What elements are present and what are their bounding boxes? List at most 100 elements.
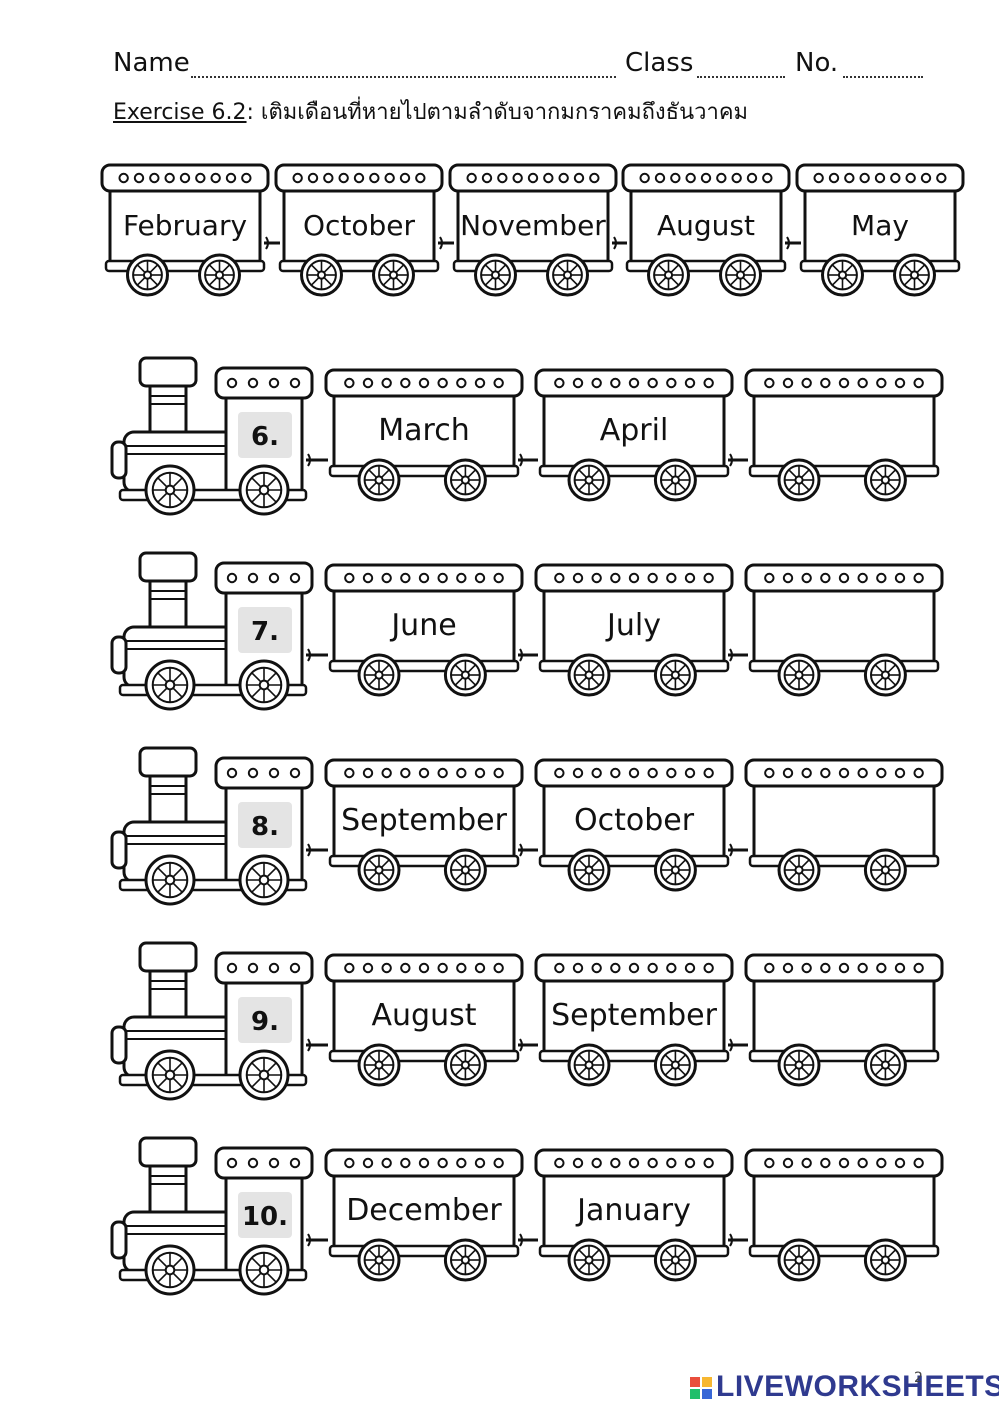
no-answer-line[interactable] [843, 74, 923, 78]
roof-rivet [226, 767, 238, 779]
roof-rivet [838, 767, 850, 779]
wheel [144, 854, 196, 906]
roof-rivet [610, 572, 621, 584]
train-car [744, 1148, 944, 1282]
wheel [300, 253, 343, 297]
roof-rivet [913, 767, 924, 779]
roof-rivet [572, 962, 584, 974]
car-answer-area[interactable] [762, 1186, 926, 1238]
train-number: 6. [251, 422, 279, 452]
roof-rivet [703, 767, 714, 779]
car-answer-area[interactable] [762, 601, 926, 653]
wheel [126, 253, 169, 297]
car-label: April [600, 413, 669, 448]
roof-rivet [670, 172, 681, 184]
car-answer-area[interactable] [762, 796, 926, 848]
coupler [306, 1233, 328, 1247]
roof-rivet [493, 767, 504, 779]
car-answer-area[interactable] [762, 406, 926, 458]
roof-rivet [820, 767, 831, 779]
locomotive: 7. [110, 551, 314, 711]
train-number: 7. [251, 617, 279, 647]
roof-rivet [820, 572, 831, 584]
car-chassis [748, 1049, 940, 1063]
roof-rivet [647, 572, 658, 584]
roof-rivet [210, 172, 221, 184]
roof-rivet [589, 172, 600, 184]
chimney-top [138, 356, 198, 388]
roof-rivet [591, 572, 602, 584]
chimney-top [138, 941, 198, 973]
roof-rivet [894, 377, 906, 389]
roof-rivet [362, 962, 374, 974]
chimney [148, 969, 188, 1019]
car-body [752, 394, 936, 472]
roof-rivet [859, 172, 870, 184]
roof-rivet [684, 572, 696, 584]
train-car [744, 563, 944, 697]
roof-rivet [684, 377, 696, 389]
wheel [863, 848, 907, 892]
roof-rivet [628, 572, 640, 584]
roof-rivet [838, 1157, 850, 1169]
roof-rivet [647, 1157, 658, 1169]
car-label: March [378, 413, 469, 448]
roof-rivet [801, 1157, 812, 1169]
roof-rivet [820, 1157, 831, 1169]
roof-rivet [399, 172, 411, 184]
car-label: July [605, 608, 661, 643]
roof-rivet [381, 572, 392, 584]
roof-rivet [474, 767, 486, 779]
roof-rivet [920, 172, 932, 184]
coupler [728, 843, 748, 857]
wheel [777, 458, 821, 502]
wheel [357, 848, 401, 892]
wheel [357, 1238, 401, 1282]
roof-rivet [344, 962, 355, 974]
locomotive: 8. [110, 746, 314, 906]
roof-rivet [226, 572, 238, 584]
car-label: May [851, 209, 909, 242]
roof-rivet [628, 962, 640, 974]
roof-rivet [247, 767, 259, 779]
front-bumper [110, 635, 128, 675]
roof-rivet [353, 172, 365, 184]
train-car: May [795, 163, 965, 297]
car-label: December [346, 1193, 502, 1228]
wheel [567, 458, 611, 502]
roof-rivet [493, 1157, 504, 1169]
wheel [777, 1043, 821, 1087]
name-answer-line[interactable] [191, 74, 616, 78]
roof-rivet [554, 377, 565, 389]
roof-rivet [666, 962, 677, 974]
roof-rivet [572, 1157, 584, 1169]
coupler [306, 648, 328, 662]
train-car: July [534, 563, 734, 697]
roof-rivet [628, 377, 640, 389]
chimney [148, 1164, 188, 1214]
roof-rivet [666, 377, 677, 389]
car-answer-area[interactable] [762, 991, 926, 1043]
roof-rivet [400, 572, 411, 584]
train-car [744, 953, 944, 1087]
roof-rivet [225, 172, 237, 184]
wheel [443, 848, 487, 892]
roof-rivet [466, 172, 477, 184]
roof-rivet [474, 572, 486, 584]
wheel [863, 1043, 907, 1087]
roof-rivet [838, 377, 850, 389]
roof-rivet [654, 172, 666, 184]
exercise-instruction: Exercise 6.2: เติมเดือนที่หายไปตามลำดับจ… [113, 94, 748, 129]
roof-rivet [289, 1157, 301, 1169]
car-body [282, 189, 436, 267]
car-chassis [538, 1049, 730, 1063]
wheel [863, 653, 907, 697]
roof-rivet [876, 572, 887, 584]
roof-rivet [703, 377, 714, 389]
train-car [744, 758, 944, 892]
class-answer-line[interactable] [697, 74, 785, 78]
car-body [542, 394, 726, 472]
roof-rivet [164, 172, 175, 184]
roof-rivet [801, 767, 812, 779]
car-chassis [328, 1049, 520, 1063]
